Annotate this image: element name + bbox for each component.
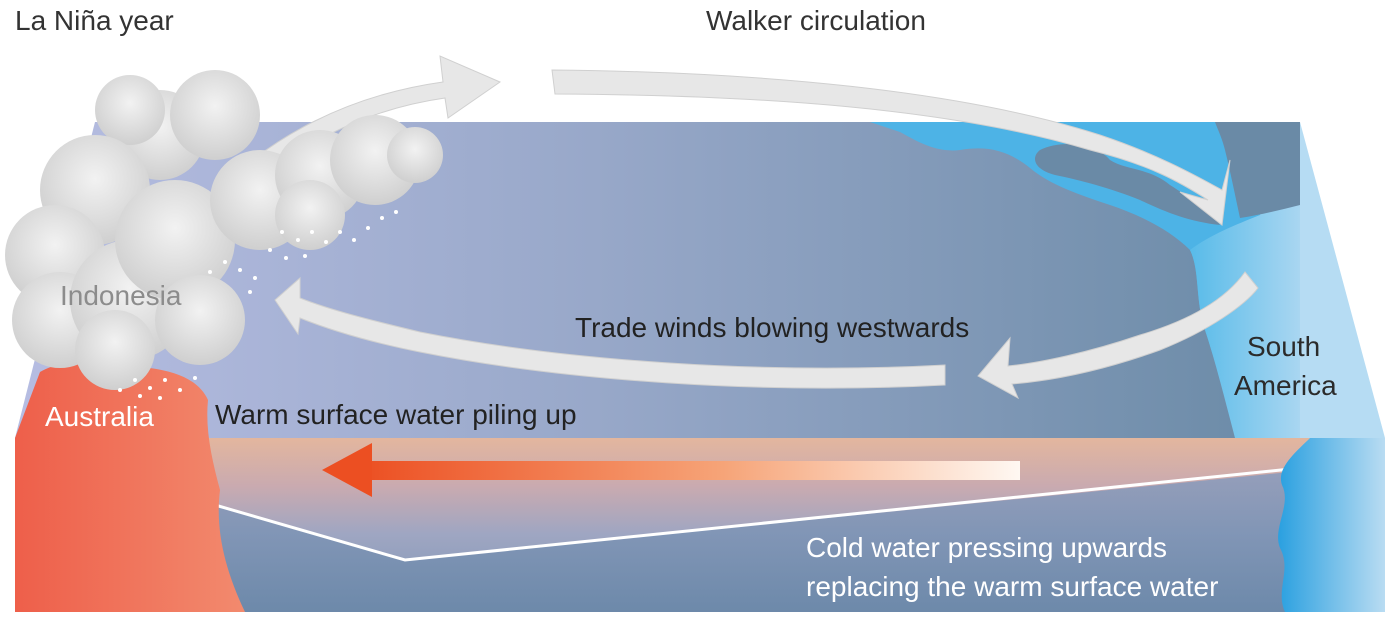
south-america-label-2: America xyxy=(1234,370,1337,401)
warm-water-arrow xyxy=(322,443,1020,497)
thermocline-line xyxy=(214,465,1311,562)
cold-water-layer xyxy=(215,470,1310,612)
australia-label: Australia xyxy=(45,401,154,432)
trade-winds-label: Trade winds blowing westwards xyxy=(575,312,969,343)
walker-arrows xyxy=(207,55,1259,400)
gulf-shape xyxy=(1215,122,1300,218)
arrow-icon xyxy=(977,271,1259,400)
cold-water-label-2: replacing the warm surface water xyxy=(806,571,1218,602)
indonesia-label: Indonesia xyxy=(60,280,182,311)
rain-icon xyxy=(118,210,398,400)
caribbean-sea xyxy=(1035,144,1220,225)
warm-water-label: Warm surface water piling up xyxy=(215,399,577,430)
cold-water-label-1: Cold water pressing upwards xyxy=(806,532,1167,563)
diagram-title: La Niña year xyxy=(15,5,174,36)
walker-label: Walker circulation xyxy=(706,5,926,36)
arrow-icon xyxy=(551,69,1231,226)
arrow-icon xyxy=(274,276,946,389)
south-america-cross xyxy=(1278,438,1385,612)
australia-land xyxy=(15,360,245,612)
cloud-icon xyxy=(5,70,443,390)
south-america-label-1: South xyxy=(1247,331,1320,362)
